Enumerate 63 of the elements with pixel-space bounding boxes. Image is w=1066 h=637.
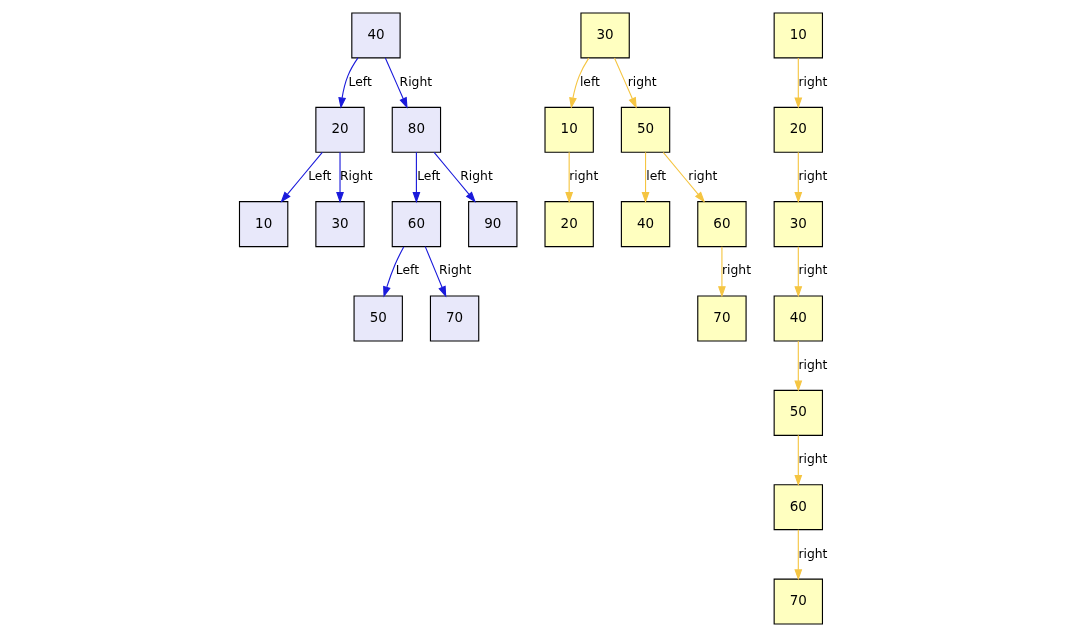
node-box: 20 [773,106,823,153]
arrow [384,57,408,109]
node-box: 70 [429,295,479,342]
arrow [382,246,404,298]
arrow [793,340,802,392]
edge-label: Right [339,169,373,184]
node-box: 10 [238,201,288,248]
arrow [424,246,446,298]
arrow [793,434,802,487]
node-box: 50 [353,295,403,342]
edge-label: Left [307,169,331,184]
edge-label: Left [416,169,440,184]
node-box: 40 [620,201,670,248]
edge-label: right [797,357,827,372]
arrow [335,151,344,204]
edge-label: Left [395,263,419,278]
node-box: 90 [467,201,517,248]
arrow [568,57,589,109]
edge-label: right [568,169,598,184]
edge-label: right [687,169,717,184]
arrow [613,57,637,109]
arrow [793,246,802,298]
arrow [717,246,726,298]
node-box: 80 [391,106,441,153]
node-box: 60 [696,201,747,248]
node-box: 30 [579,12,630,59]
edge-label: Right [438,263,471,278]
node-box: 30 [314,201,365,248]
node-box: 60 [773,484,823,531]
node-box: 10 [543,106,594,153]
arrow [337,57,358,109]
arrow [564,151,573,204]
arrow [793,529,802,581]
edge-label: right [721,263,751,278]
node-box: 60 [391,201,441,248]
arrow [433,151,476,203]
node-box: 10 [773,12,823,59]
node-box: 20 [314,106,365,153]
arrow [662,151,705,203]
edge-label: left [645,169,666,184]
arrow [793,57,802,109]
node-box: 40 [773,295,823,342]
node-box: 50 [773,389,823,436]
edge-label: right [797,263,827,278]
node-box: 20 [543,201,594,248]
node-box: 70 [696,295,747,342]
node-box: 50 [620,106,670,153]
edge-label: right [797,74,827,89]
edge-label: Right [459,169,493,184]
node-box: 40 [350,12,401,59]
edge-label: right [797,169,827,184]
node-box: 70 [773,578,823,625]
edge-label: Right [399,74,432,89]
arrow [793,151,802,204]
arrow [641,151,649,204]
arrow [279,151,323,203]
edge-label: right [627,74,657,89]
arrow [411,151,420,204]
edge-label: right [797,452,827,467]
edge-label: Left [348,74,372,89]
edge-label: right [797,546,827,561]
edge-label: left [579,74,600,89]
node-box: 30 [773,201,823,248]
